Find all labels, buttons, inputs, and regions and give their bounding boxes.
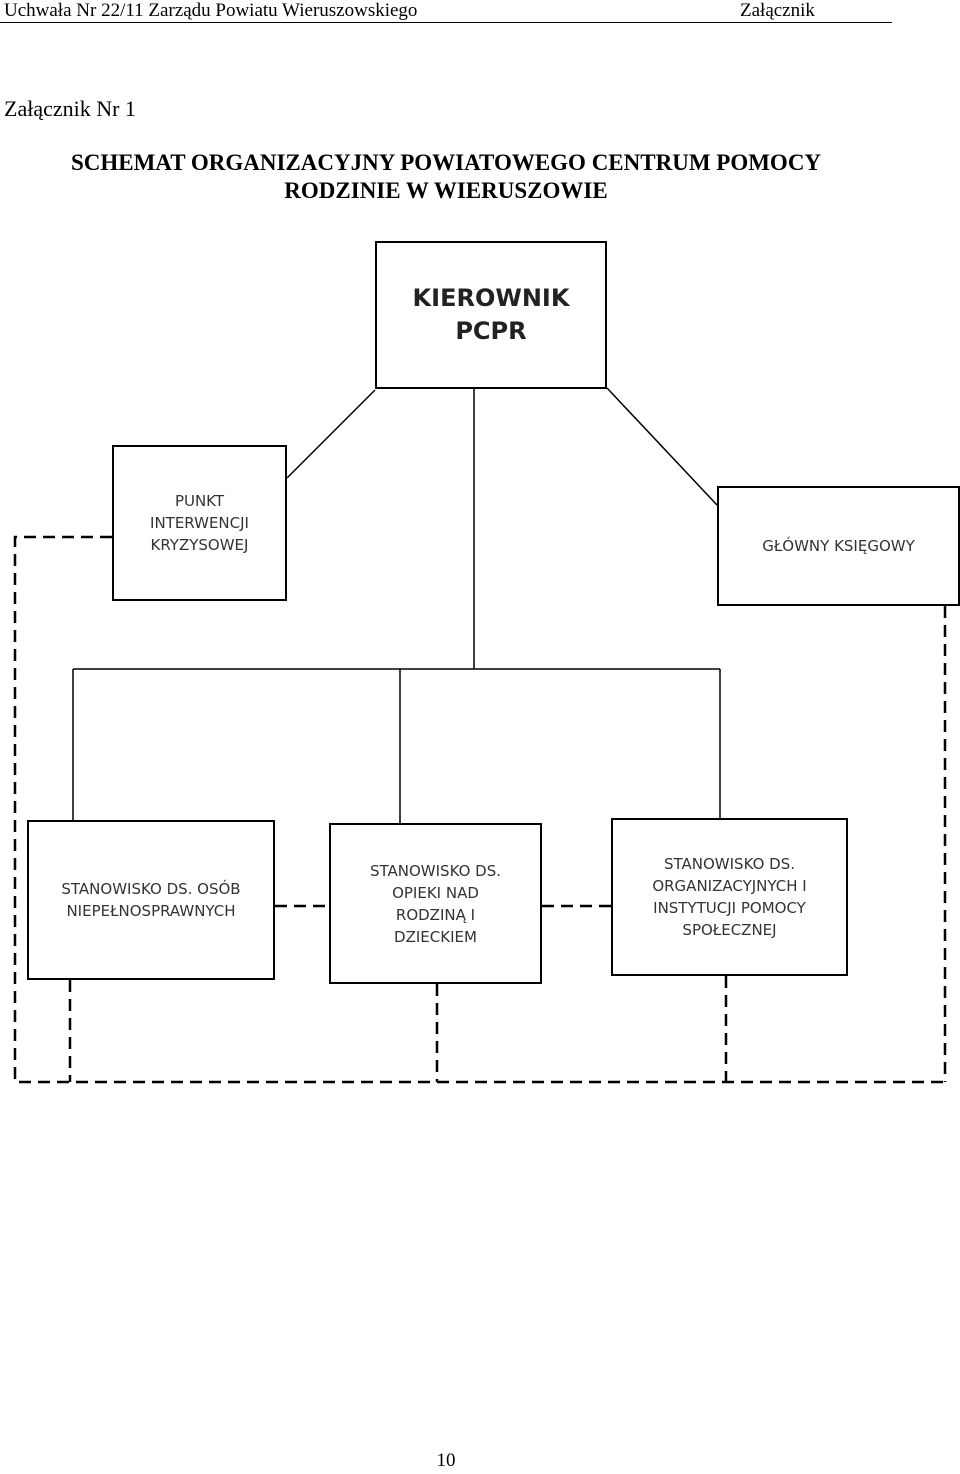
document-header-title: Uchwała Nr 22/11 Zarządu Powiatu Wierusz… — [4, 0, 418, 21]
punkt-line-2: INTERWENCJI — [150, 514, 249, 532]
line-kierownik-to-ksiegowy — [606, 387, 718, 506]
line-kierownik-to-punkt — [286, 389, 376, 479]
page-number: 10 — [436, 1450, 456, 1471]
box-stanowisko-instytucji-pomocy-spolecznej: STANOWISKO DS. ORGANIZACYJNYCH I INSTYTU… — [611, 818, 848, 976]
box-kierownik-pcpr: KIEROWNIK PCPR — [375, 241, 607, 389]
ksiegowy-line-1: GŁÓWNY KSIĘGOWY — [762, 537, 915, 555]
osob-line-2: NIEPEŁNOSPRAWNYCH — [66, 902, 236, 920]
instytucji-line-4: SPOŁECZNEJ — [682, 921, 777, 939]
kierownik-line-2: PCPR — [455, 317, 527, 345]
chart-title-line-2: RODZINIE W WIERUSZOWIE — [284, 178, 608, 203]
opieki-line-2: OPIEKI NAD — [392, 883, 479, 902]
document-header-annex: Załącznik — [740, 0, 815, 21]
punkt-line-3: KRYZYSOWEJ — [150, 536, 249, 554]
instytucji-line-3: INSTYTUCJI POMOCY — [653, 899, 806, 917]
instytucji-line-2: ORGANIZACYJNYCH I — [652, 877, 807, 895]
box-stanowisko-osob-niepelnosprawnych: STANOWISKO DS. OSÓB NIEPEŁNOSPRAWNYCH — [27, 820, 275, 980]
box-stanowisko-opieki-nad-rodzina: STANOWISKO DS. OPIEKI NAD RODZINĄ I DZIE… — [329, 823, 542, 984]
chart-title-line-1: SCHEMAT ORGANIZACYJNY POWIATOWEGO CENTRU… — [70, 150, 822, 175]
opieki-line-3: RODZINĄ I — [395, 905, 476, 924]
annex-label: Załącznik Nr 1 — [4, 96, 136, 121]
box-punkt-interwencji-kryzysowej: PUNKT INTERWENCJI KRYZYSOWEJ — [112, 445, 287, 601]
opieki-line-4: DZIECKIEM — [394, 927, 477, 946]
dashed-punkt-to-bottom — [13, 535, 945, 1084]
header-divider — [0, 22, 892, 23]
kierownik-line-1: KIEROWNIK — [412, 284, 570, 312]
box-glowny-ksiegowy: GŁÓWNY KSIĘGOWY — [717, 486, 960, 606]
osob-line-1: STANOWISKO DS. OSÓB — [61, 880, 241, 898]
punkt-line-1: PUNKT — [174, 492, 225, 510]
instytucji-line-1: STANOWISKO DS. — [663, 855, 795, 873]
opieki-line-1: STANOWISKO DS. — [369, 861, 501, 880]
